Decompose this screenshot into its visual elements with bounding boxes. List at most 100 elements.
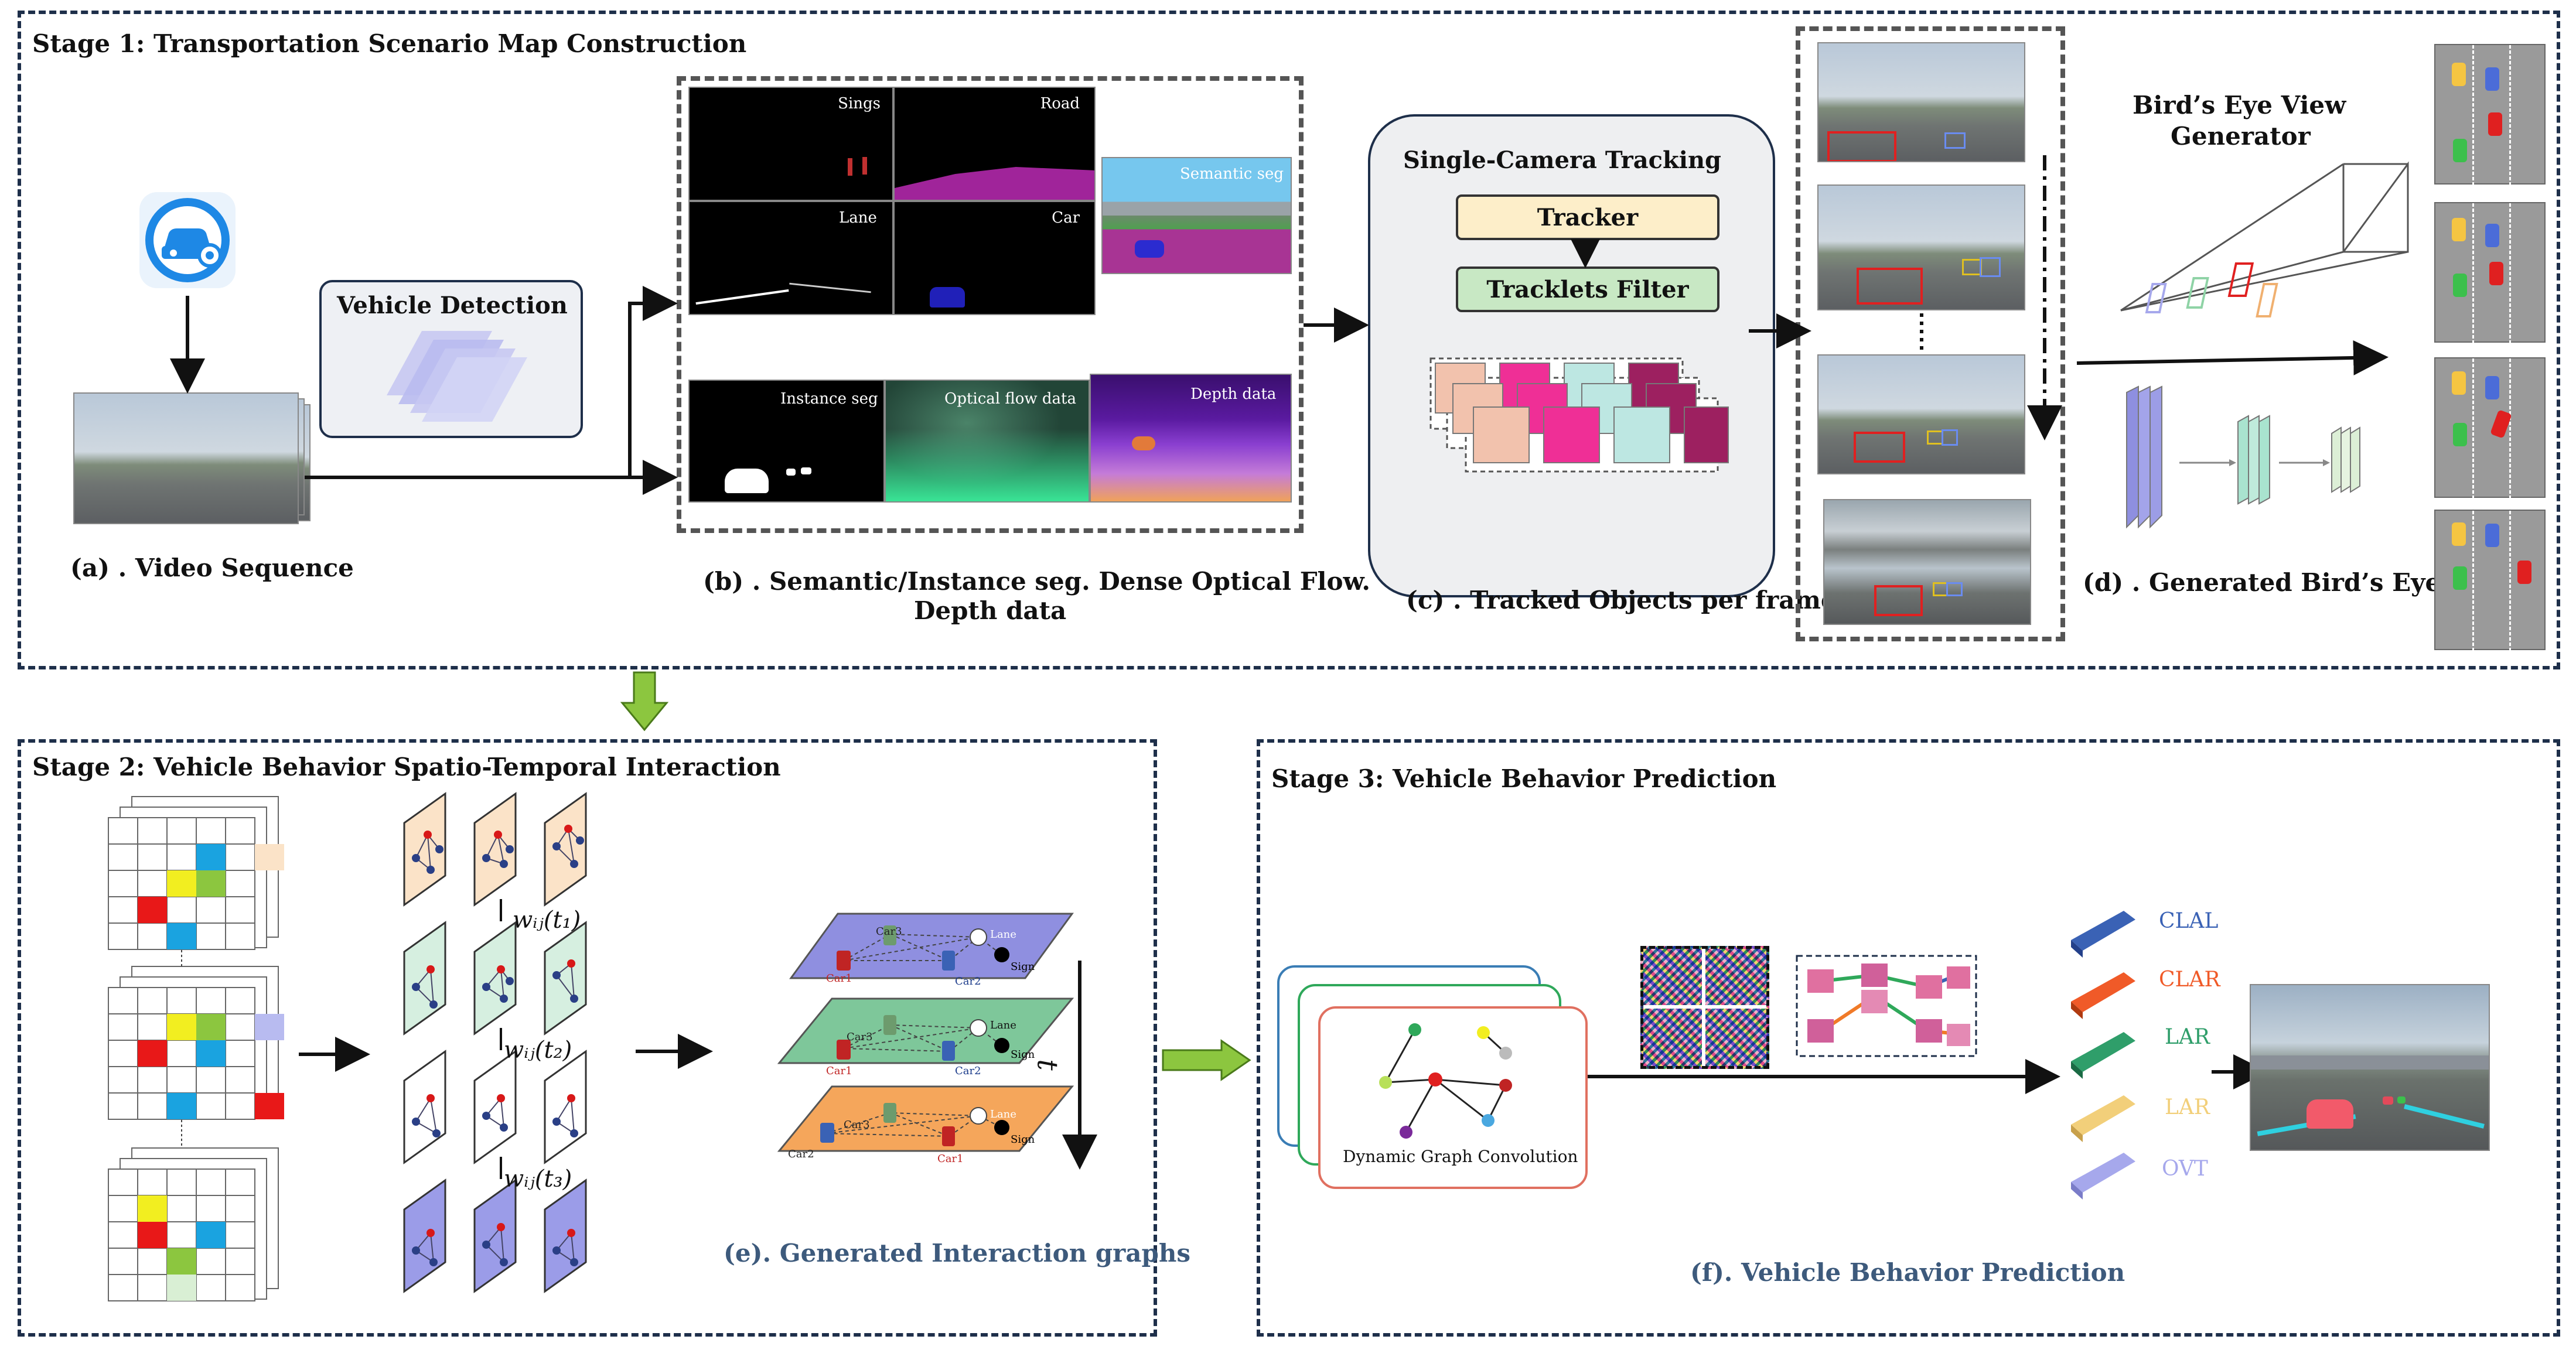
caption-b-line2: Depth data xyxy=(914,596,1067,625)
seg-lane-label: Lane xyxy=(839,209,877,227)
caption-a: (a) . Video Sequence xyxy=(70,554,354,582)
caption-f: (f). Vehicle Behavior Prediction xyxy=(1690,1258,2125,1287)
predicted-car xyxy=(2307,1099,2353,1129)
semantic-car-mask xyxy=(1135,240,1164,258)
graph-label-car3-top: Car3 xyxy=(876,925,902,938)
bev-car xyxy=(2485,524,2499,547)
weight-label-3: wᵢⱼ(t₃) xyxy=(504,1166,572,1193)
tracker-box: Tracker xyxy=(1456,194,1719,240)
semantic-seg-label: Semantic seg xyxy=(1179,165,1284,183)
occupancy-grids xyxy=(108,796,296,1312)
caption-b-line1: (b) . Semantic/Instance seg. Dense Optic… xyxy=(703,567,1371,596)
seg-car-label: Car xyxy=(1052,209,1080,227)
bev-car xyxy=(2489,262,2503,285)
track-box-red xyxy=(1874,585,1923,616)
graph-label-car1-top: Car1 xyxy=(826,972,852,985)
stage3-title: Stage 3: Vehicle Behavior Prediction xyxy=(1271,764,1777,793)
bev-car xyxy=(2452,522,2466,546)
instance-car-mask xyxy=(786,469,796,476)
graph-label-car1-mid: Car1 xyxy=(826,1065,852,1077)
feature-mosaic xyxy=(1640,946,1769,1069)
graph-label-lane-bot: Lane xyxy=(990,1108,1016,1120)
temporal-mosaic-graph xyxy=(1796,955,1977,1057)
dgc-label: Dynamic Graph Convolution xyxy=(1343,1147,1578,1166)
bev-car xyxy=(2453,566,2467,590)
bev-car xyxy=(2453,139,2467,162)
track-box-blue xyxy=(1946,582,1963,596)
optical-flow-label: Optical flow data xyxy=(944,390,1076,408)
bev-frustum xyxy=(2115,158,2420,346)
stage2-title: Stage 2: Vehicle Behavior Spatio-Tempora… xyxy=(32,753,781,781)
bev-car xyxy=(2485,224,2499,247)
depth-data-panel: Depth data xyxy=(1090,374,1292,503)
camera-car-icon xyxy=(135,187,240,293)
class-bar-clal xyxy=(2071,911,2135,958)
mosaic-grid xyxy=(1643,1005,1766,1009)
lane-divider xyxy=(2509,203,2511,344)
segmentation-box xyxy=(677,76,1304,533)
lane-divider xyxy=(2509,358,2511,499)
depth-car-blob xyxy=(1132,436,1155,450)
lane-divider xyxy=(2472,203,2474,344)
weight-label-1: wᵢⱼ(t₁) xyxy=(513,907,581,934)
sign-blob xyxy=(862,157,867,175)
seg-road-label: Road xyxy=(1040,95,1080,112)
lane-divider xyxy=(2472,511,2474,651)
track-box-blue xyxy=(1980,257,2001,277)
bev-output-3 xyxy=(2434,357,2546,499)
graph-label-sign-bot: Sign xyxy=(1011,1133,1035,1146)
track-box-blue xyxy=(1942,429,1958,446)
bev-cnn-icon xyxy=(2121,385,2379,539)
class-label-lar-yellow: LAR xyxy=(2165,1095,2210,1119)
bev-title-line2: Generator xyxy=(2171,122,2311,151)
instance-seg-panel: Instance seg xyxy=(688,380,885,503)
green-right-arrow xyxy=(1162,1039,1251,1081)
tracked-frame-2 xyxy=(1817,184,2025,310)
depth-data-label: Depth data xyxy=(1190,385,1277,403)
optical-flow-panel: Optical flow data xyxy=(885,380,1090,503)
seg-signs-panel: Sings xyxy=(688,87,893,201)
green-down-arrow xyxy=(620,671,669,732)
caption-e: (e). Generated Interaction graphs xyxy=(724,1239,1191,1267)
bev-car xyxy=(2452,218,2466,241)
tracked-frame-4 xyxy=(1823,499,2031,625)
seg-lane-panel: Lane xyxy=(688,201,893,315)
stage3-box xyxy=(1257,739,2560,1337)
bev-car xyxy=(2452,371,2466,395)
track-box-red xyxy=(1854,432,1905,463)
instance-car-mask xyxy=(725,469,769,493)
tracklets-filter-box: Tracklets Filter xyxy=(1456,266,1719,312)
bev-car xyxy=(2452,63,2466,86)
class-label-clal: CLAL xyxy=(2159,909,2219,933)
lane-divider xyxy=(2509,45,2511,186)
track-box-red xyxy=(1857,268,1923,305)
graph-label-car2-mid: Car2 xyxy=(955,1065,981,1077)
detection-layers-icon xyxy=(375,319,551,430)
lane-highlight xyxy=(2404,1104,2485,1129)
tracked-frame-1 xyxy=(1817,42,2025,162)
stage1-box xyxy=(18,11,2560,669)
overpass xyxy=(2251,1055,2489,1070)
class-label-ovt: OVT xyxy=(2162,1157,2208,1181)
graph-label-car2-bot: Car2 xyxy=(788,1148,814,1160)
class-label-clar: CLAR xyxy=(2159,968,2220,992)
class-bar-lar-green xyxy=(2071,1032,2135,1079)
semantic-seg-panel: Semantic seg xyxy=(1101,157,1292,274)
bev-car xyxy=(2485,67,2499,91)
predicted-car xyxy=(2383,1096,2393,1105)
tracking-title: Single-Camera Tracking xyxy=(1403,146,1721,174)
weight-label-2: wᵢⱼ(t₂) xyxy=(504,1037,572,1064)
seg-signs-label: Sings xyxy=(838,95,881,112)
bev-output-1 xyxy=(2434,44,2546,186)
track-box-red xyxy=(1827,131,1896,161)
graph-label-sign-mid: Sign xyxy=(1011,1048,1035,1061)
graph-label-car1-bot: Car1 xyxy=(937,1153,964,1165)
lane-divider xyxy=(2472,45,2474,186)
tracked-frame-3 xyxy=(1817,354,2025,474)
vehicle-detection-label: Vehicle Detection xyxy=(337,292,568,319)
bev-car xyxy=(2485,376,2499,399)
dgc-graph xyxy=(1318,1006,1588,1189)
graph-label-car2-top: Car2 xyxy=(955,975,981,988)
